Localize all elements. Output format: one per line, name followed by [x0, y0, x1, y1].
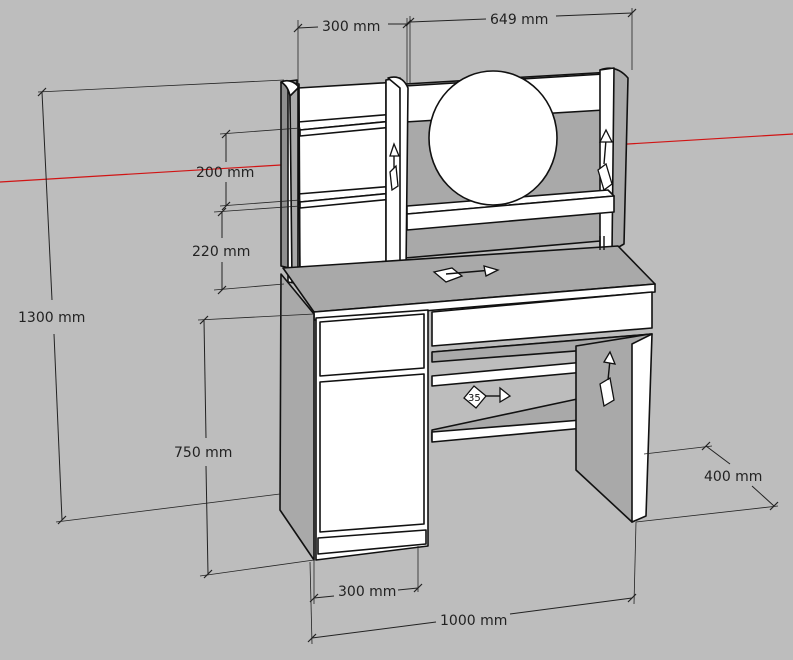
dim-depth-label: 400 mm [704, 469, 762, 485]
dim-shelf-upper-label: 200 mm [196, 165, 254, 181]
marker-hutch-right [597, 162, 613, 192]
dim-desk-height-label: 750 mm [174, 445, 232, 461]
desk-left-side [279, 273, 315, 561]
dim-shelf-lower-label: 220 mm [192, 244, 250, 260]
dim-shelf-spacing-upper: 200 mm [196, 127, 301, 211]
hutch-left-side-inside [289, 87, 299, 283]
dim-width-mirror-label: 649 mm [490, 12, 548, 28]
dim-cabinet-width: 300 mm [309, 546, 423, 604]
dim-width-shelf: 300 mm [293, 18, 412, 86]
dimension-annotations: 300 mm 649 mm 200 mm [18, 8, 779, 645]
marker-right-side [599, 376, 615, 408]
dim-desk-height: 750 mm [174, 313, 315, 579]
dim-total-height-label: 1300 mm [18, 310, 85, 326]
shelf-unit-back [297, 81, 399, 271]
marker-label: 35 [468, 393, 481, 404]
dim-depth: 400 mm [635, 441, 779, 523]
marker-desktop [432, 267, 464, 283]
dim-width-mirror-section: 649 mm [405, 8, 637, 84]
dim-total-height: 1300 mm [18, 79, 285, 525]
dim-shelf-spacing-lower: 220 mm [192, 205, 301, 295]
connector-markers: 35 [389, 128, 617, 409]
dim-total-width-label: 1000 mm [440, 613, 507, 629]
desk-right-side-front [631, 333, 653, 523]
cabinet-door [319, 373, 425, 533]
hutch-right-side-front [599, 67, 615, 253]
desk-rail [431, 361, 586, 387]
dim-total-width: 1000 mm [307, 521, 637, 645]
mirror-shelf-front [406, 195, 615, 231]
dim-cabinet-width-label: 300 mm [338, 584, 396, 600]
cabinet-top-drawer [319, 313, 425, 377]
desk-drawer-front [431, 291, 653, 347]
cabinet-plinth [317, 529, 427, 555]
vanity-desk: 35 [279, 67, 656, 561]
round-mirror [428, 70, 558, 206]
dim-width-shelf-label: 300 mm [322, 19, 380, 35]
